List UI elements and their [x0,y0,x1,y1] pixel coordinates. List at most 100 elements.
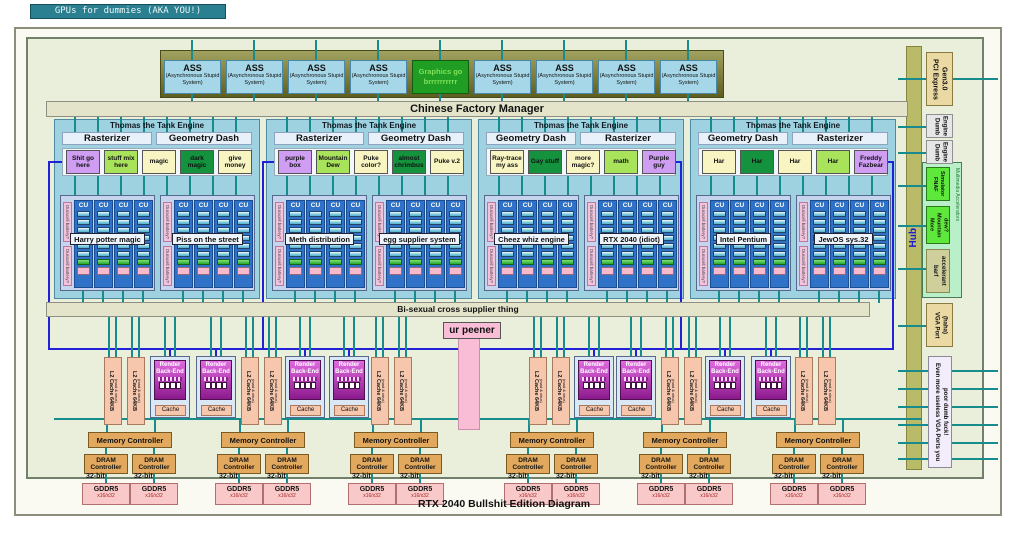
battery-strip: Duracell battery? [163,202,172,242]
render-backend-title: Render Back-End [291,362,319,375]
connector-line [439,94,441,102]
rop-unit [349,382,355,390]
connector-line [953,78,998,80]
connector-line [613,176,615,196]
alu-bar [773,211,786,218]
label-text: RTX 2040 (idiot) [599,233,664,245]
connector-line [210,317,212,356]
register-bar [713,267,726,276]
label-text: (mad & virus) [671,379,677,403]
rop-units [625,382,647,390]
battery-strip: Duracell battery? [587,246,596,286]
connector-line [695,317,697,357]
render-backend-core: Render Back-End [333,360,365,400]
engine-box: Mountain Dew [316,150,350,174]
connector-line [778,291,780,303]
label-text: x16/x32 [145,493,163,499]
memory-controller-box: Memory Controller [510,432,594,448]
alu-bar [853,211,866,218]
rop-unit [170,382,176,390]
connector-line [660,448,662,455]
connector-line [625,40,627,60]
alu-bar [773,235,786,242]
label-text: Duracell battery? [65,248,70,284]
label-text: GDDR5 [781,486,807,493]
connector-line [765,317,767,356]
connector-line [567,117,569,132]
connector-line [202,291,204,303]
connector-line [220,317,222,356]
connector-line [952,406,998,408]
connector-line [738,291,740,303]
gpc-header-right: Geometry Dash [368,132,464,145]
dram-controller-box: DRAM Controller [350,454,394,474]
alu-bar [409,227,422,234]
label-text: (Asynchronous Stupid System) [351,73,406,86]
engine-box: Har [816,150,850,174]
l2-cache-strip: L2 Cache 64KB(mad & virus) [529,357,547,425]
connector-line [952,370,998,372]
rop-unit [305,382,311,390]
engine-box: give money [218,150,252,174]
alu-bar [873,251,886,258]
label-text: CU [78,202,89,209]
engine-box: almost chrimbus [392,150,426,174]
connector-line [420,420,422,432]
connector-line [687,94,689,102]
dram-controller-box: DRAM Controller [639,454,683,474]
connector-line [120,176,122,196]
alu-bar [309,219,322,226]
label-text: GDDR5 [359,486,385,493]
connector-line [556,317,558,357]
tensor-bar [197,259,210,266]
connector-line [770,348,772,356]
label-text: Duracell battery? [701,204,706,240]
bus-width-label: 32-bit [508,473,527,480]
dram-controller-box: DRAM Controller [217,454,261,474]
tensor-bar [561,259,574,266]
dram-controller-box: DRAM Controller [687,454,731,474]
connector-line [676,161,682,163]
connector-line [309,317,311,356]
ass-box: ASS(Asynchronous Stupid System) [164,60,221,94]
label-text: Duracell battery? [589,204,594,240]
alu-bar [349,227,362,234]
engine-box: Har [740,150,774,174]
alu-bar [97,251,110,258]
alu-bar [813,227,826,234]
battery-strip: Duracell battery? [699,202,708,242]
label-text: CU [350,202,361,209]
rop-unit [221,382,227,390]
l2-cache-strip: L2 Cache 64KB(mad & virus) [795,357,813,425]
engine-box: Gay stuff [528,150,562,174]
rbe-cache-box: Cache [710,405,741,416]
connector-line [115,317,117,357]
connector-line [189,117,191,132]
bus-width-label: 32-bit [774,473,793,480]
rop-dots [204,377,228,382]
label-text: CU [390,202,401,209]
alu-bar [137,219,150,226]
crossbar-bar: Bi-sexual cross supplier thing [46,302,870,317]
label-text: CU [734,202,745,209]
label-text: Duracell battery? [801,248,806,284]
connector-line [665,317,667,357]
connector-line [588,317,590,356]
label-text: CU [662,202,673,209]
label-text: CU [874,202,885,209]
alu-bar [409,219,422,226]
register-bar [389,267,402,276]
connector-line [606,291,608,303]
connector-line [215,348,217,356]
connector-line [252,317,254,357]
alu-bar [429,251,442,258]
alu-bar [601,227,614,234]
connector-line [355,117,357,132]
l2-cache-strip: L2 Cache 64KB(mad & virus) [371,357,389,425]
connector-line [106,420,108,432]
rop-unit [210,382,216,390]
label-text: x16/x32 [519,493,537,499]
alu-bar [389,211,402,218]
